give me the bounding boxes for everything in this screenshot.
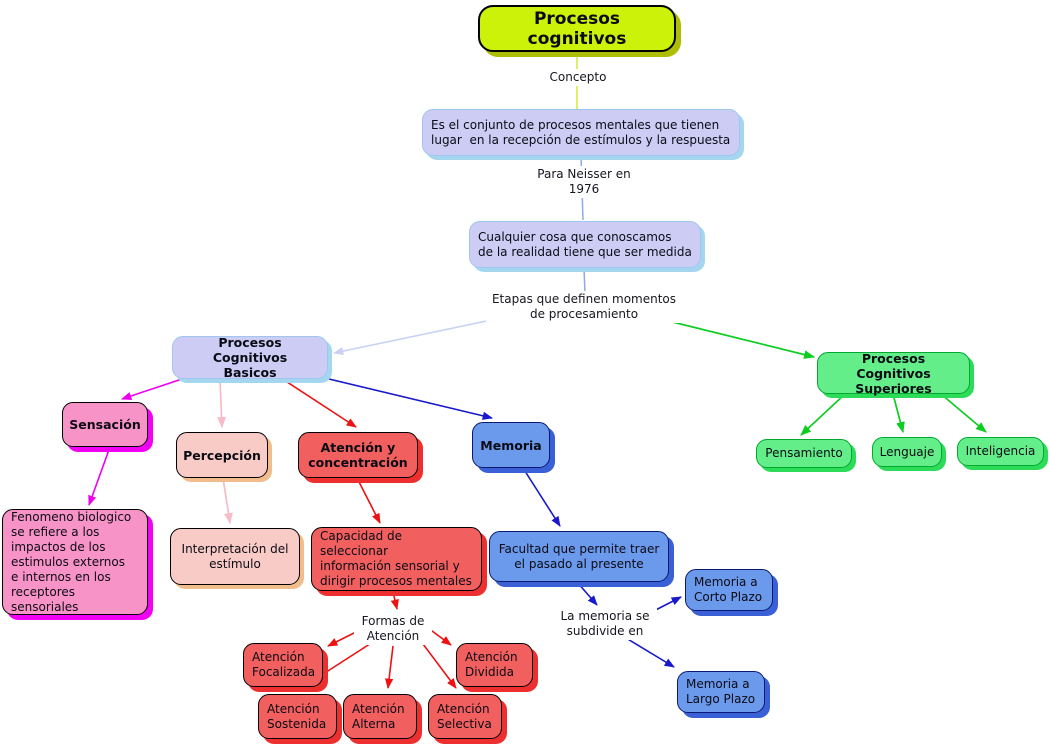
- link-label-etapas[interactable]: Etapas que definen momentos de procesami…: [486, 291, 682, 323]
- edge-formas-selectiva: [419, 639, 457, 689]
- edge-sensacion-definicion: [88, 446, 111, 506]
- edge-basicos-atencion: [283, 379, 357, 428]
- edge-superiores-inteligencia: [940, 393, 987, 433]
- node-percepcion[interactable]: Percepción: [176, 432, 268, 478]
- edge-formas-alterna: [384, 645, 394, 690]
- node-sensacion[interactable]: Sensación: [62, 402, 148, 447]
- node-memoria-corto-plazo[interactable]: Memoria a Corto Plazo: [685, 569, 773, 611]
- node-atencion-focalizada[interactable]: Atención Focalizada: [243, 643, 323, 687]
- node-atencion-selectiva[interactable]: Atención Selectiva: [428, 694, 502, 739]
- link-label-formas[interactable]: Formas de Atención: [354, 613, 432, 645]
- node-procesos-cognitivos-basicos[interactable]: Procesos Cognitivos Basicos: [172, 335, 328, 380]
- node-procesos-cognitivos-superiores[interactable]: Procesos Cognitivos Superiores: [817, 351, 970, 396]
- edge-medida-etapas: [583, 267, 586, 295]
- edge-memoria-facultad: [522, 467, 561, 527]
- node-memoria-definicion[interactable]: Facultad que permite traer el pasado al …: [489, 531, 669, 582]
- node-inteligencia[interactable]: Inteligencia: [957, 437, 1044, 466]
- node-atencion-y-concentracion[interactable]: Atención y concentración: [298, 432, 418, 478]
- node-atencion-definicion[interactable]: Capacidad de seleccionar información sen…: [311, 527, 482, 591]
- edge-basicos-sensacion: [121, 378, 183, 400]
- node-lenguaje[interactable]: Lenguaje: [872, 437, 942, 467]
- link-label-subdivide[interactable]: La memoria se subdivide en: [553, 608, 657, 640]
- node-cualquier-cosa-medida[interactable]: Cualquier cosa que conoscamos de la real…: [469, 221, 701, 268]
- node-memoria[interactable]: Memoria: [472, 422, 550, 468]
- edge-percepcion-definicion: [222, 477, 233, 525]
- link-label-concepto[interactable]: Concepto: [543, 69, 613, 86]
- node-sensacion-definicion[interactable]: Fenomeno biologico se refiere a los impa…: [2, 509, 148, 615]
- edge-superiores-lenguaje: [892, 393, 905, 434]
- node-procesos-cognitivos[interactable]: Procesos cognitivos: [478, 5, 676, 52]
- node-atencion-dividida[interactable]: Atención Dividida: [456, 643, 533, 687]
- edge-capacidad-formas: [390, 591, 399, 611]
- edge-basicos-percepcion: [217, 379, 226, 429]
- node-definicion-procesos[interactable]: Es el conjunto de procesos mentales que …: [422, 109, 740, 156]
- node-percepcion-definicion[interactable]: Interpretación del estímulo: [170, 528, 300, 585]
- link-label-neisser[interactable]: Para Neisser en 1976: [525, 166, 643, 198]
- node-memoria-largo-plazo[interactable]: Memoria a Largo Plazo: [677, 671, 765, 713]
- edge-facultad-subdivide: [576, 581, 598, 606]
- node-pensamiento[interactable]: Pensamiento: [756, 439, 852, 468]
- node-atencion-alterna[interactable]: Atención Alterna: [343, 694, 417, 739]
- edge-subdivide-largo: [625, 637, 675, 668]
- node-atencion-sostenida[interactable]: Atención Sostenida: [258, 694, 337, 739]
- edge-atencion-definicion: [356, 477, 381, 524]
- edge-basicos-memoria: [328, 378, 494, 420]
- edge-superiores-pensamiento: [800, 393, 846, 436]
